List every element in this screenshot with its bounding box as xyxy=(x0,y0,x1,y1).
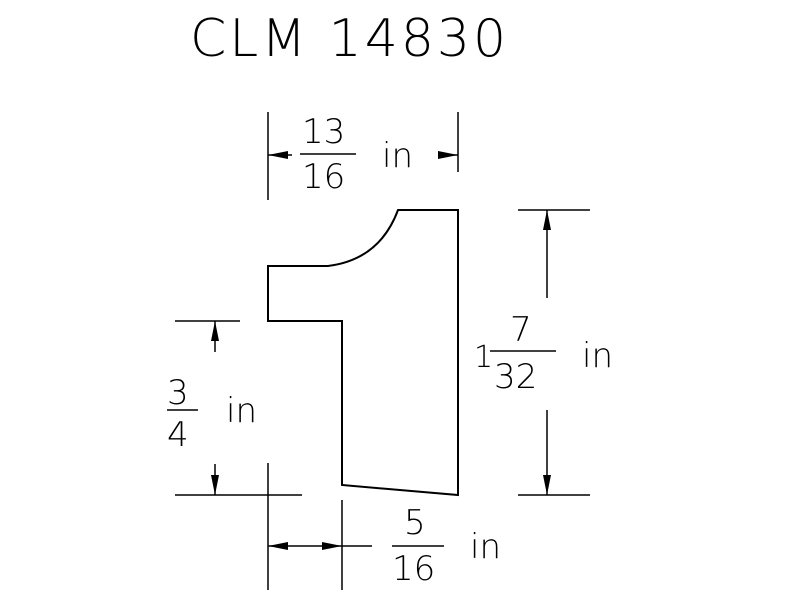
bottom-width-dimension: 5 16 in xyxy=(267,463,501,590)
height-dimension: 1 7 32 in xyxy=(474,209,613,496)
height-denominator: 32 xyxy=(494,357,537,397)
profile-outline xyxy=(267,209,459,497)
left-height-unit: in xyxy=(226,391,257,431)
bottom-width-unit: in xyxy=(470,527,501,567)
height-unit: in xyxy=(582,336,613,376)
left-height-dimension: 3 4 in xyxy=(167,320,302,496)
top-width-denominator: 16 xyxy=(302,157,345,197)
height-whole-number: 1 xyxy=(474,340,493,375)
bottom-width-numerator: 5 xyxy=(404,503,426,543)
top-width-unit: in xyxy=(382,136,413,176)
top-width-dimension: 13 16 in xyxy=(267,112,459,200)
bottom-width-denominator: 16 xyxy=(392,549,435,589)
left-height-numerator: 3 xyxy=(167,373,189,413)
top-width-numerator: 13 xyxy=(302,112,345,152)
left-height-denominator: 4 xyxy=(167,415,189,455)
part-number-title: CLM 14830 xyxy=(190,9,509,69)
height-numerator: 7 xyxy=(510,310,532,350)
